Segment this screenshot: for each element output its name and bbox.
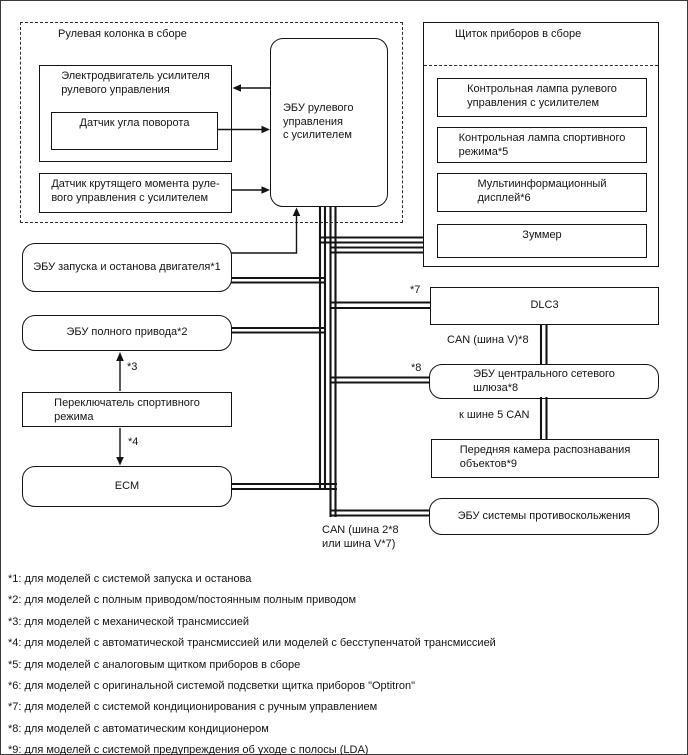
footnote-2: *2: для моделей с полным приводом/постоя… [8,594,357,607]
link-gateway-camera [539,397,548,440]
footnote-1: *1: для моделей с системой запуска и ост… [8,573,252,585]
instrument-panel-group-title: Щиток приборов в сборе [455,28,582,40]
sport-mode-switch-box: Переключатель спортивного режима [22,392,232,427]
awd-ecu-label: ЭБУ полного привода*2 [66,326,188,339]
footnote-5: *5: для моделей с аналоговым щитком приб… [8,658,301,671]
torque-sensor-label: Датчик крутящего момента руле- вого упра… [51,178,220,204]
front-camera-label: Передняя камера распознавания объектов*9 [459,444,631,470]
branch-instrument-panel-lower [329,246,424,254]
branch-skid-control-ecu [329,509,430,517]
buzzer-box: Зуммер [437,224,647,258]
can-bus-left [318,207,327,490]
power-steering-ecu-label: ЭБУ рулевого управления с усилителем [283,102,354,142]
psteering-warning-lamp-label: Контрольная лампа рулевого управления с … [467,83,617,109]
branch-gateway-ecu [329,376,430,384]
note4-label: *4 [128,436,139,448]
footnote-6: *6: для моделей с оригинальной системой … [8,680,416,693]
sport-mode-switch-label: Переключатель спортивного режима [54,397,200,423]
dlc3-label: DLC3 [530,299,559,312]
ecm-label: ECM [114,479,140,492]
branch-ecm [231,482,337,491]
link-dlc3-gateway [539,325,548,365]
footnote-4: *4: для моделей с автоматической трансми… [8,637,496,650]
dlc3-box: DLC3 [430,287,659,325]
skid-control-ecu-box: ЭБУ системы противоскольжения [429,498,659,535]
branch-instrument-panel-upper [319,236,424,244]
multi-information-display-box: Мультиинформационный дисплей*6 [437,173,647,212]
start-stop-ecu-box: ЭБУ запуска и останова двигателя*1 [22,243,232,292]
central-gateway-ecu-label: ЭБУ центрального сетевого шлюза*8 [473,368,615,394]
footnote-3: *3: для моделей с механической трансмисс… [8,615,249,628]
branch-dlc3 [329,301,431,310]
sport-mode-lamp-label: Контрольная лампа спортивного режима*5 [458,132,626,158]
footnotes: *1: для моделей с системой запуска и ост… [8,569,496,755]
note7-label: *7 [410,284,421,296]
note3-label: *3 [127,361,138,373]
torque-sensor-box: Датчик крутящего момента руле- вого упра… [39,173,232,213]
skid-control-ecu-label: ЭБУ системы противоскольжения [457,509,631,522]
psteering-warning-lamp-box: Контрольная лампа рулевого управления с … [437,78,647,117]
power-steering-ecu-box: ЭБУ рулевого управления с усилителем [270,38,388,207]
steering-column-group [20,22,403,223]
instrument-panel-divider [424,65,658,66]
front-camera-box: Передняя камера распознавания объектов*9 [431,439,659,478]
branch-awd-ecu [231,326,326,334]
power-steering-motor-label: Электродвигатель усилителя рулевого упра… [61,70,210,96]
start-stop-ecu-label: ЭБУ запуска и останова двигателя*1 [33,260,221,273]
to-can5-bus-label: к шине 5 CAN [459,409,530,421]
can-bottom-label: CAN (шина 2*8 или шина V*7) [322,524,399,550]
note8-label: *8 [411,362,422,374]
ecm-box: ECM [22,466,232,507]
footnote-8: *8: для моделей с автоматическим кондици… [8,722,269,735]
awd-ecu-box: ЭБУ полного привода*2 [22,315,232,351]
can-bus-right [329,207,337,517]
buzzer-label: Зуммер [522,229,562,241]
arrow-switch-to-awd-ecu [116,352,124,391]
can-v-bus-label: CAN (шина V)*8 [447,334,529,346]
footnote-7: *7: для моделей с системой кондициониров… [8,701,378,714]
sport-mode-lamp-box: Контрольная лампа спортивного режима*5 [437,127,647,163]
instrument-panel-group [423,22,659,267]
arrow-switch-to-ecm [116,428,124,466]
footnote-9: *9: для моделей с системой предупреждени… [8,744,369,755]
multi-information-display-label: Мультиинформационный дисплей*6 [477,178,607,204]
branch-start-stop-ecu [231,276,326,284]
central-gateway-ecu-box: ЭБУ центрального сетевого шлюза*8 [429,364,659,399]
steering-angle-sensor-box: Датчик угла поворота [51,112,218,150]
steering-angle-sensor-label: Датчик угла поворота [79,117,190,129]
steering-column-group-title: Рулевая колонка в сборе [58,28,187,40]
